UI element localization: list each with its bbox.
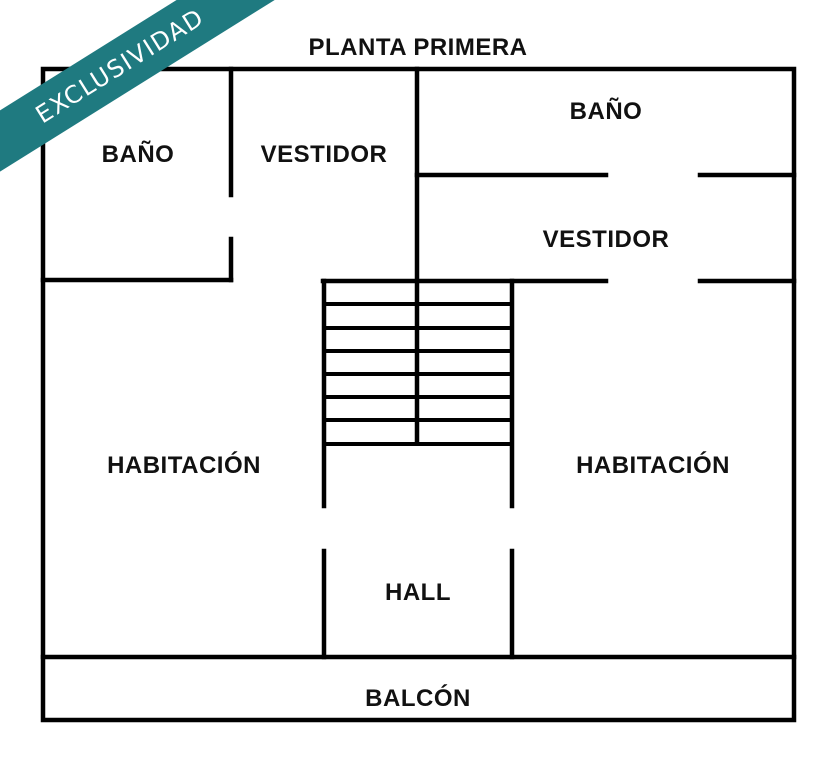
stair-treads — [324, 302, 512, 446]
room-label-habitacion-right: HABITACIÓN — [576, 452, 730, 479]
room-label-hall: HALL — [385, 579, 451, 606]
room-label-bano-right: BAÑO — [569, 98, 643, 125]
room-label-bano-left: BAÑO — [101, 141, 175, 168]
room-label-vestidor-right: VESTIDOR — [542, 226, 670, 253]
plan-title: PLANTA PRIMERA — [308, 34, 528, 61]
room-label-habitacion-left: HABITACIÓN — [107, 452, 261, 479]
room-label-balcon: BALCÓN — [365, 685, 471, 712]
room-label-vestidor-left: VESTIDOR — [260, 141, 388, 168]
